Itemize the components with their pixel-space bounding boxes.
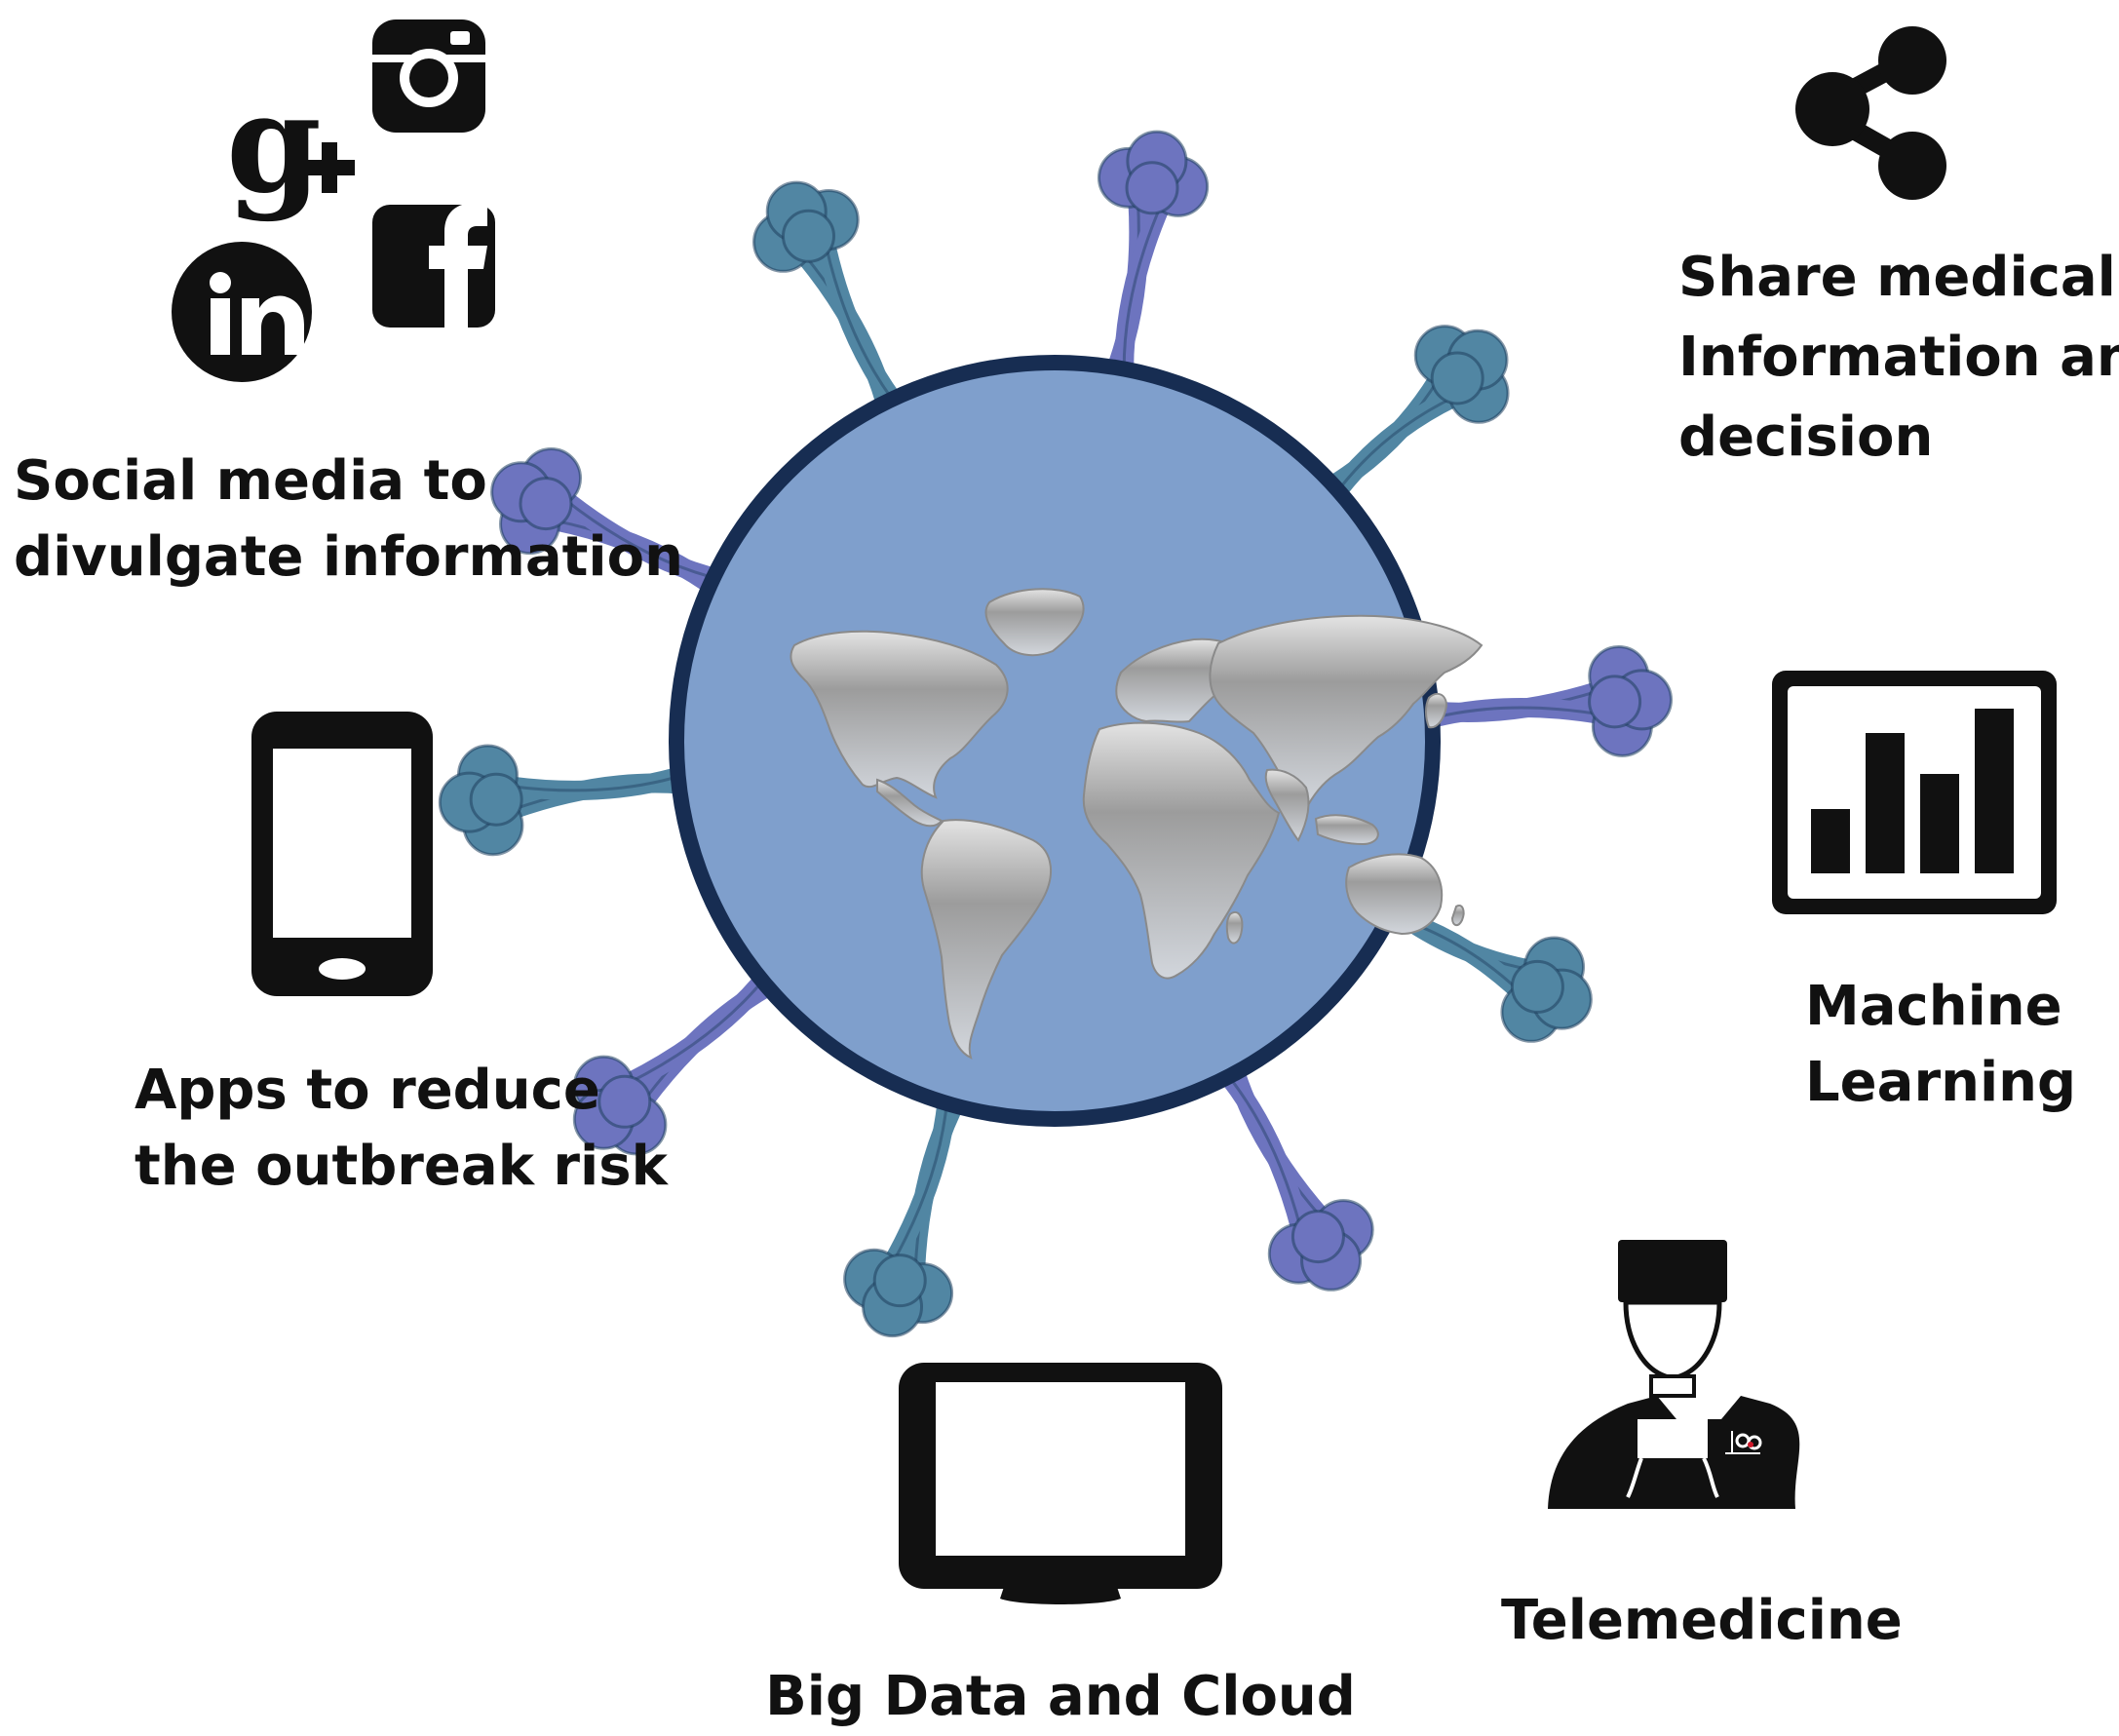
label-apps: Apps to reduce the outbreak risk [135,1059,668,1198]
continent-south-america [920,819,1053,1060]
bar-chart-icon [1772,671,2057,914]
label-share-medical: Share medical Information and decision [1678,246,2119,469]
monitor-icon [899,1363,1222,1604]
continent-southeast-asia [1314,814,1379,846]
continent-australia [1345,853,1444,936]
continent-new-zealand [1450,905,1465,926]
virus-spike [1201,1036,1374,1292]
virus-spike [751,180,920,440]
continent-greenland [984,588,1085,657]
label-social-media: Social media to divulgate information [14,449,683,589]
social-media-icons: g [172,19,495,382]
world-map [790,588,1483,1060]
smartphone-icon [251,712,433,996]
label-telemedicine: Telemedicine [1501,1589,1903,1652]
globe [669,355,1441,1127]
virus-spike [843,1065,978,1338]
continent-asia [1209,614,1483,807]
continent-madagascar [1225,911,1244,945]
continent-africa [1082,721,1281,980]
continent-japan [1425,692,1448,729]
continent-north-america [790,630,1009,799]
facebook-icon [372,203,495,328]
virus-spikes [438,130,1674,1338]
label-big-data: Big Data and Cloud [765,1665,1356,1728]
svg-text:g: g [226,64,322,224]
google-plus-icon: g [226,64,355,224]
virus-spike [1096,130,1210,407]
label-machine-learning: Machine Learning [1805,975,2077,1114]
continent-india [1264,768,1310,842]
share-icon [1795,26,1946,200]
virus-spike [438,744,717,857]
linkedin-icon [172,242,312,382]
doctor-icon [1548,1240,1800,1509]
continent-central-america [876,778,944,828]
instagram-icon [372,19,485,133]
